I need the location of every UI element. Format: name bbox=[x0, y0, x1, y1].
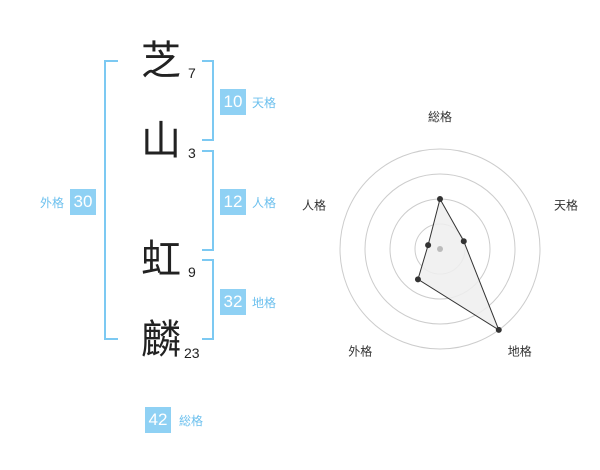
radar-ring bbox=[339, 148, 541, 350]
stroke-count-3: 9 bbox=[188, 264, 196, 280]
jinkaku-bracket bbox=[202, 150, 214, 251]
gaikaku-label: 外格 bbox=[40, 196, 65, 210]
radar-point-5 bbox=[425, 242, 432, 249]
chikaku-bracket bbox=[202, 259, 214, 340]
radar-center bbox=[437, 246, 443, 252]
name-char-2: 山 bbox=[141, 118, 181, 164]
tenkaku-value: 10 bbox=[220, 89, 246, 115]
stroke-count-4: 23 bbox=[184, 345, 200, 361]
radar-axis-label-2: 天格 bbox=[554, 197, 578, 212]
gaikaku-value: 30 bbox=[70, 189, 96, 215]
radar-point-3 bbox=[495, 326, 502, 333]
tenkaku-label: 天格 bbox=[252, 96, 277, 110]
soukaku-value: 42 bbox=[145, 407, 171, 433]
chikaku-value: 32 bbox=[220, 289, 246, 315]
radar-axis-label-3: 地格 bbox=[508, 344, 532, 359]
radar-axis-label-4: 外格 bbox=[348, 344, 372, 359]
radar-point-2 bbox=[460, 238, 467, 245]
name-char-4: 麟 bbox=[141, 317, 181, 363]
name-char-3: 虹 bbox=[141, 237, 181, 283]
soukaku-label: 総格 bbox=[179, 414, 204, 428]
gaikaku-bracket bbox=[104, 60, 118, 340]
radar-point-1 bbox=[437, 196, 443, 202]
radar-axis-label-1: 総格 bbox=[428, 109, 452, 124]
name-char-1: 芝 bbox=[141, 38, 181, 84]
jinkaku-value: 12 bbox=[220, 189, 246, 215]
stroke-count-2: 3 bbox=[188, 145, 196, 161]
stroke-count-1: 7 bbox=[188, 65, 196, 81]
radar-axis-label-5: 人格 bbox=[302, 197, 326, 212]
radar-point-4 bbox=[414, 276, 421, 283]
tenkaku-bracket bbox=[202, 60, 214, 141]
radar-area bbox=[417, 197, 500, 332]
chikaku-label: 地格 bbox=[252, 296, 277, 310]
radar-ring bbox=[364, 173, 516, 325]
jinkaku-label: 人格 bbox=[252, 196, 277, 210]
